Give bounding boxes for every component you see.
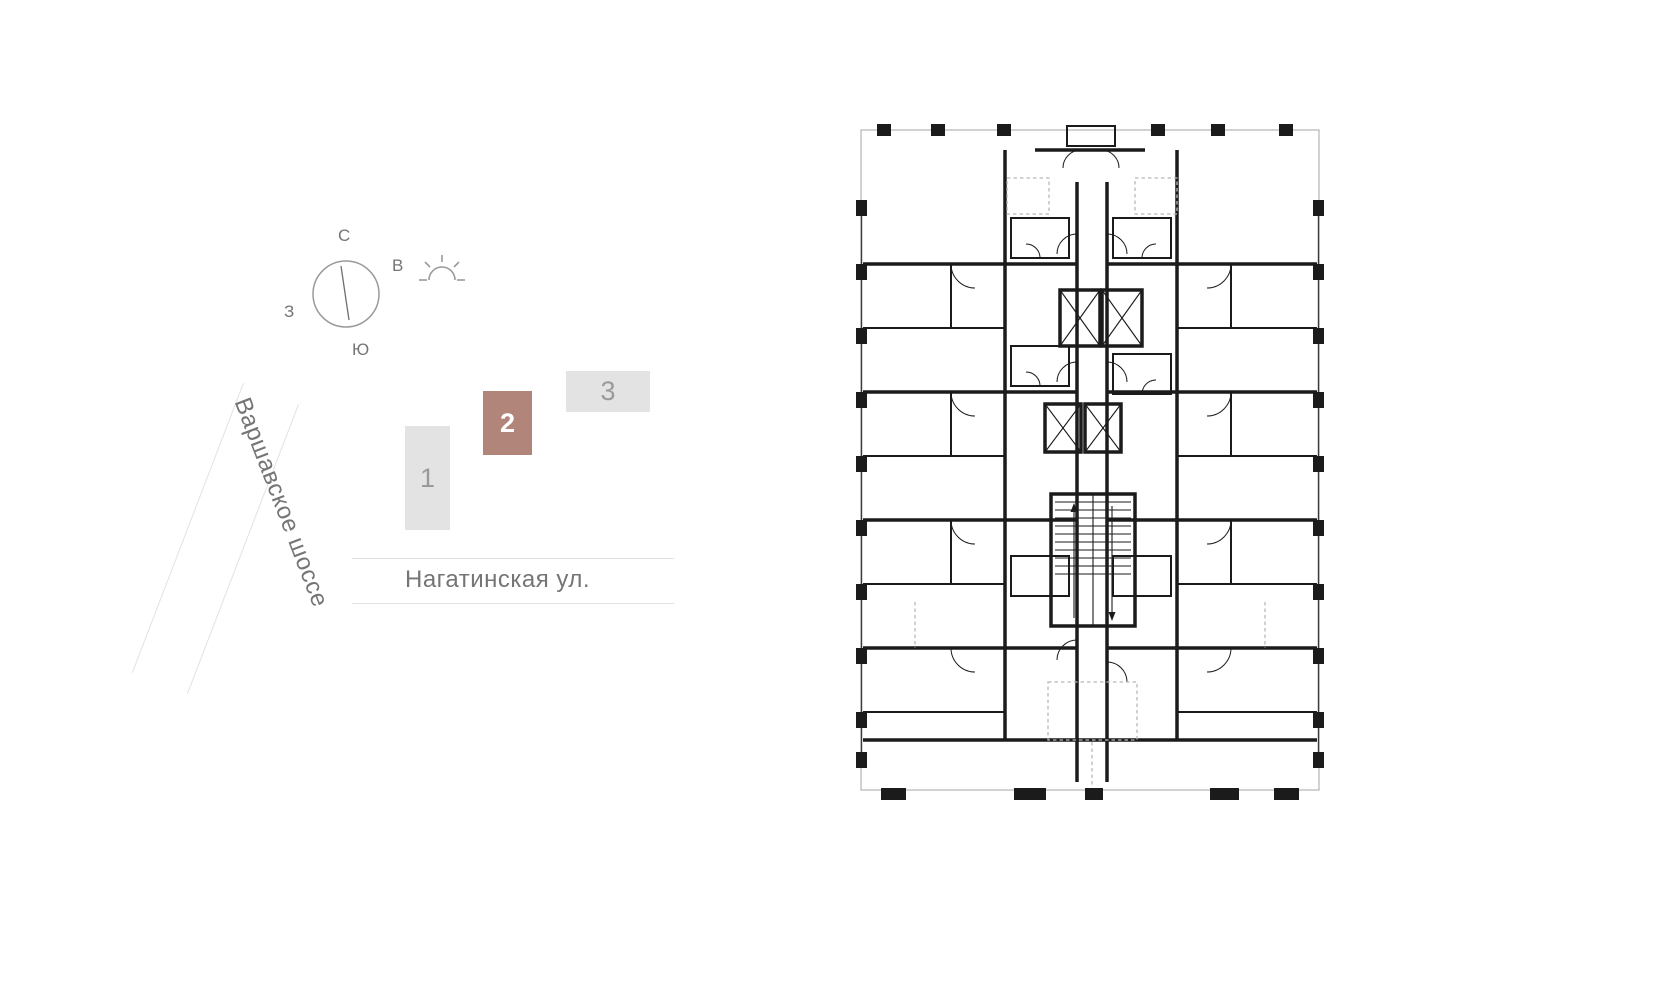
building-1[interactable]: 1	[405, 426, 450, 530]
compass-east-label: В	[392, 256, 404, 275]
compass-north-label: С	[338, 226, 351, 245]
floor-plan-drawing	[856, 124, 1324, 800]
elevator-bank-upper	[1058, 288, 1144, 348]
plan-columns	[856, 124, 1324, 800]
compass-dial	[312, 260, 380, 328]
plan-walls	[863, 148, 1317, 782]
compass-south-label: Ю	[352, 340, 370, 359]
building-1-label: 1	[419, 462, 436, 493]
floor-plan	[855, 122, 1325, 802]
elevator-bank-lower	[1043, 402, 1123, 454]
door-arcs	[950, 149, 1232, 683]
building-3-label: 3	[600, 376, 616, 406]
road-nagatinskaya-label: Нагатинская ул.	[405, 566, 591, 593]
building-2-active[interactable]: 2	[483, 391, 532, 455]
dashed-annotations	[914, 177, 1266, 786]
staircase	[1049, 492, 1137, 628]
site-map: Варшавское шоссе Нагатинская ул. С В З Ю…	[0, 0, 760, 1000]
plan-outline	[860, 125, 1320, 791]
compass-west-label: З	[284, 302, 295, 321]
building-2-label: 2	[499, 407, 516, 438]
road-nagatinskaya	[352, 558, 674, 604]
sun-icon	[418, 250, 468, 290]
building-3[interactable]: 3	[566, 371, 650, 412]
compass: С В З Ю	[280, 226, 414, 366]
road-varshavskoe	[131, 383, 300, 694]
